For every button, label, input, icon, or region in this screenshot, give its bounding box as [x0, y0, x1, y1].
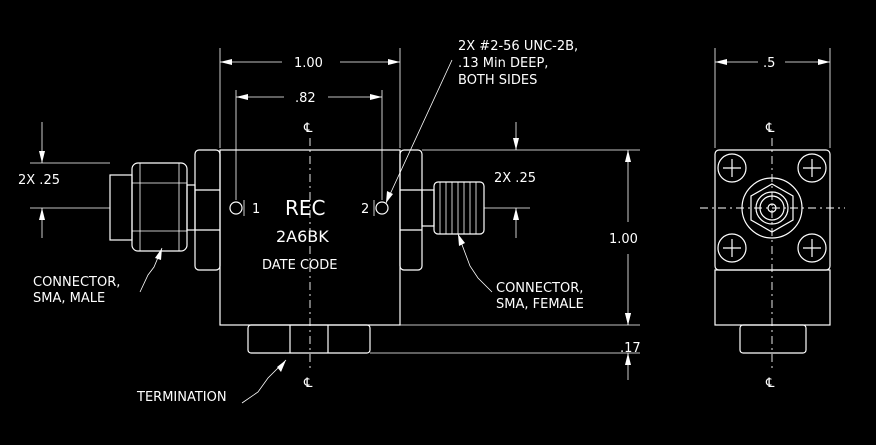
dim-hole-spacing-label: .82 [295, 91, 316, 106]
logo-text: REC [285, 196, 326, 220]
screw-bottom-right [797, 233, 827, 263]
centerline-symbol-bottom: ℄ [303, 376, 313, 391]
dim-width-overall [219, 48, 401, 148]
mounting-hole-1 [229, 201, 243, 215]
dim-width-label: 1.00 [294, 56, 323, 71]
male-connector-leader [139, 247, 163, 293]
sma-female-connector [421, 181, 485, 235]
screw-top-left [717, 153, 747, 183]
thread-note-leader [385, 59, 453, 204]
left-flange [194, 149, 221, 271]
dim-left-offset-label: 2X .25 [18, 173, 60, 188]
screw-bottom-left [717, 233, 747, 263]
dim-left-connector-offset [30, 122, 110, 238]
side-connector-pin [767, 203, 777, 213]
male-shoulder [186, 184, 196, 231]
thread-note-line3: BOTH SIDES [458, 73, 537, 88]
termination-block [247, 324, 371, 354]
male-coupling-nut [109, 174, 133, 241]
side-termination [739, 324, 807, 354]
dim-right-offset-label: 2X .25 [494, 171, 536, 186]
dim-termination-height [370, 313, 640, 380]
dim-side-width [714, 48, 831, 148]
port-1-label: 1 [252, 202, 260, 217]
termination-leader [241, 359, 287, 404]
mounting-hole-2 [375, 201, 389, 215]
side-lower-body [714, 269, 831, 326]
centerline-symbol-top: ℄ [303, 121, 313, 136]
dim-termination-label: .17 [620, 341, 641, 356]
port-2-label: 2 [361, 202, 369, 217]
female-flange [421, 189, 435, 227]
thread-note-line1: 2X #2-56 UNC-2B, [458, 39, 578, 54]
female-connector-leader [457, 233, 493, 293]
right-flange [399, 149, 423, 271]
male-connector-note-line1: CONNECTOR, [33, 275, 120, 290]
part-number: 2A6BK [276, 227, 329, 246]
female-connector-note-line1: CONNECTOR, [496, 281, 583, 296]
side-view [700, 138, 845, 372]
dim-right-connector-offset [484, 122, 530, 238]
side-centerline-symbol-top: ℄ [765, 121, 775, 136]
side-centerline-symbol-bottom: ℄ [765, 376, 775, 391]
date-code: DATE CODE [262, 258, 338, 273]
screw-top-right [797, 153, 827, 183]
dim-height-label: 1.00 [609, 232, 638, 247]
sma-male-connector [109, 162, 196, 252]
side-connector-hex [750, 183, 794, 233]
dim-hole-spacing [236, 94, 382, 100]
female-connector-note-line2: SMA, FEMALE [496, 297, 584, 312]
termination-note: TERMINATION [136, 390, 227, 405]
male-connector-note-line2: SMA, MALE [33, 291, 105, 306]
female-threaded-body [433, 181, 485, 235]
thread-note-line2: .13 Min DEEP, [458, 56, 548, 71]
side-connector-flange [741, 177, 803, 239]
dim-side-width-label: .5 [763, 56, 775, 71]
